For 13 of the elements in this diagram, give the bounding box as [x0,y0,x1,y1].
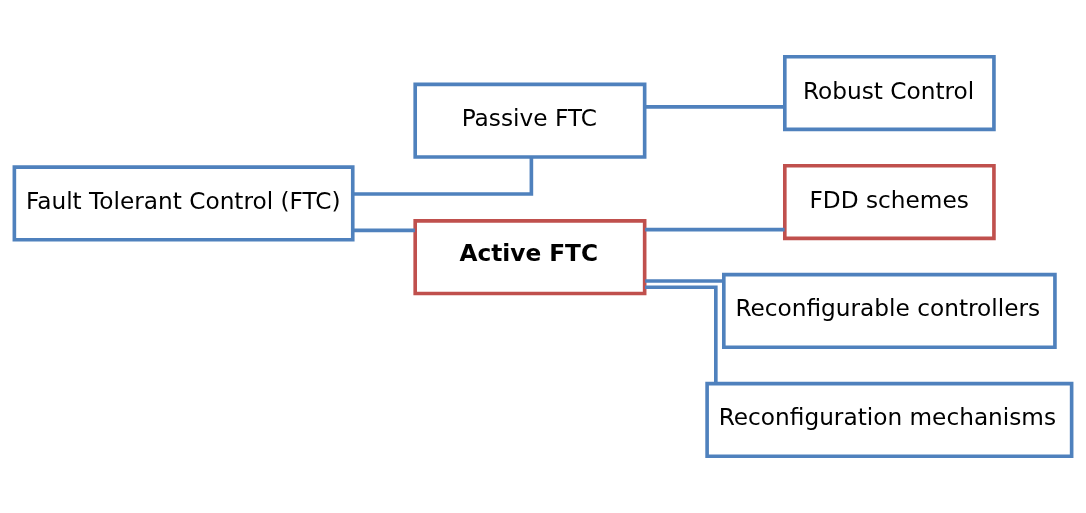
node-box: FDD schemes [783,163,996,241]
node-box: Robust Control [783,55,996,132]
node-box: Active FTC [413,219,647,296]
connector [645,227,785,232]
connector [353,228,415,233]
connector [645,279,724,283]
connector [645,285,718,383]
node-box: Fault Tolerant Control (FTC) [12,165,355,242]
node-box: Reconfiguration mechanisms [705,381,1074,458]
connector [645,105,785,109]
node-box: Passive FTC [413,82,647,159]
node-box: Reconfigurable controllers [722,272,1057,350]
connector [352,157,534,196]
